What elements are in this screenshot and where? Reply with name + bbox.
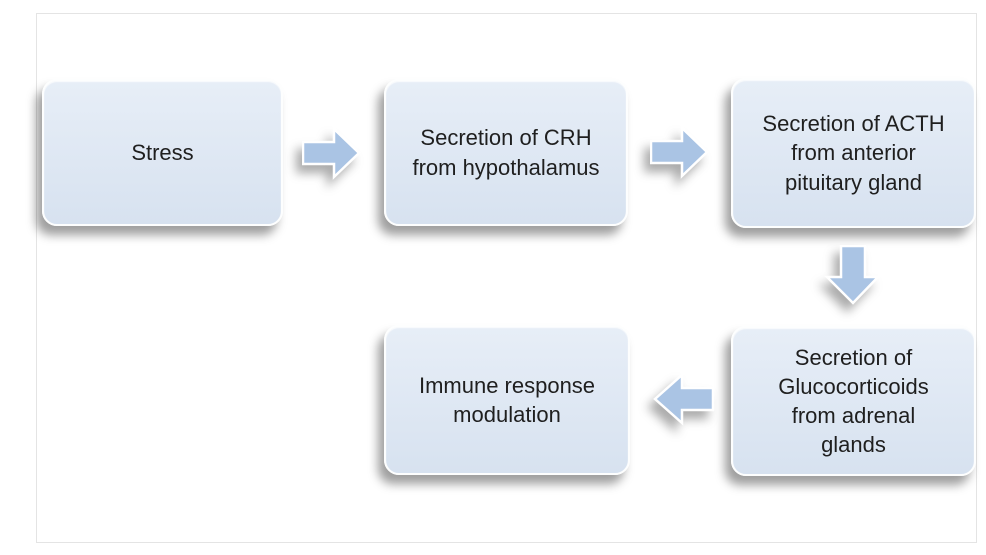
flow-node-stress: Stress bbox=[42, 79, 283, 226]
flow-node-glucocorticoid-label: Secretion of Glucocorticoids from adrena… bbox=[778, 344, 929, 458]
flow-node-glucocorticoid-secretion: Secretion of Glucocorticoids from adrena… bbox=[731, 326, 976, 476]
flow-node-acth-secretion: Secretion of ACTH from anterior pituitar… bbox=[731, 78, 976, 228]
arrow-left-icon bbox=[653, 372, 715, 426]
flow-node-crh-label: Secretion of CRH from hypothalamus bbox=[412, 125, 600, 180]
flow-node-immune-modulation: Immune response modulation bbox=[384, 325, 630, 475]
arrow-right-icon bbox=[650, 125, 709, 179]
flow-node-immune-label: Immune response modulation bbox=[418, 372, 596, 427]
flow-node-stress-label: Stress bbox=[131, 139, 194, 165]
arrow-down-icon bbox=[823, 245, 881, 305]
flow-node-acth-label: Secretion of ACTH from anterior pituitar… bbox=[762, 111, 945, 195]
flow-node-crh-secretion: Secretion of CRH from hypothalamus bbox=[384, 79, 628, 226]
arrow-right-icon bbox=[302, 126, 361, 180]
